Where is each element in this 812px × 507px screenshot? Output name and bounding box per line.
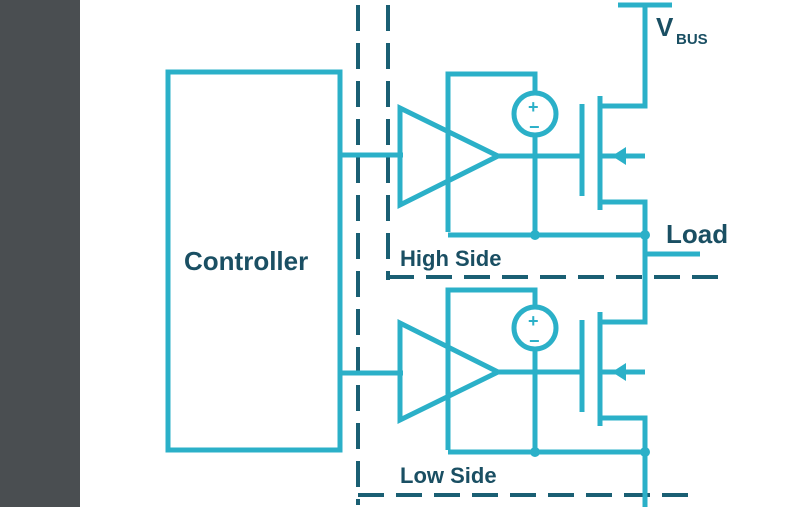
high-side-supply-wire (445, 71, 538, 232)
low-side-gate-wire (498, 369, 585, 412)
high-side-minus-sign: − (529, 117, 540, 137)
high-side-source-wire (600, 199, 648, 235)
high-side-drain-wire (600, 5, 648, 109)
low-side-label: Low Side (400, 463, 497, 488)
controller-block (165, 69, 343, 453)
low-side-source-wire (600, 415, 648, 507)
high-side-node-dot (530, 230, 540, 240)
ground-node-dot (640, 447, 650, 457)
vbus-subscript: BUS (676, 31, 708, 48)
low-side-minus-sign: − (529, 331, 540, 351)
vbus-label: V (656, 12, 674, 42)
high-side-arrow (612, 147, 626, 165)
low-side-drain-wire (600, 318, 648, 325)
low-side-node-dot (530, 447, 540, 457)
high-side-gate-wire (498, 153, 585, 196)
controller-label: Controller (184, 246, 308, 276)
high-side-label: High Side (400, 246, 501, 271)
load-label: Load (666, 219, 728, 249)
low-side-arrow (612, 363, 626, 381)
high-side-plus-sign: + (528, 97, 539, 117)
low-side-plus-sign: + (528, 311, 539, 331)
low-side-supply-wire (445, 287, 538, 450)
left-gray-bar (0, 0, 80, 507)
